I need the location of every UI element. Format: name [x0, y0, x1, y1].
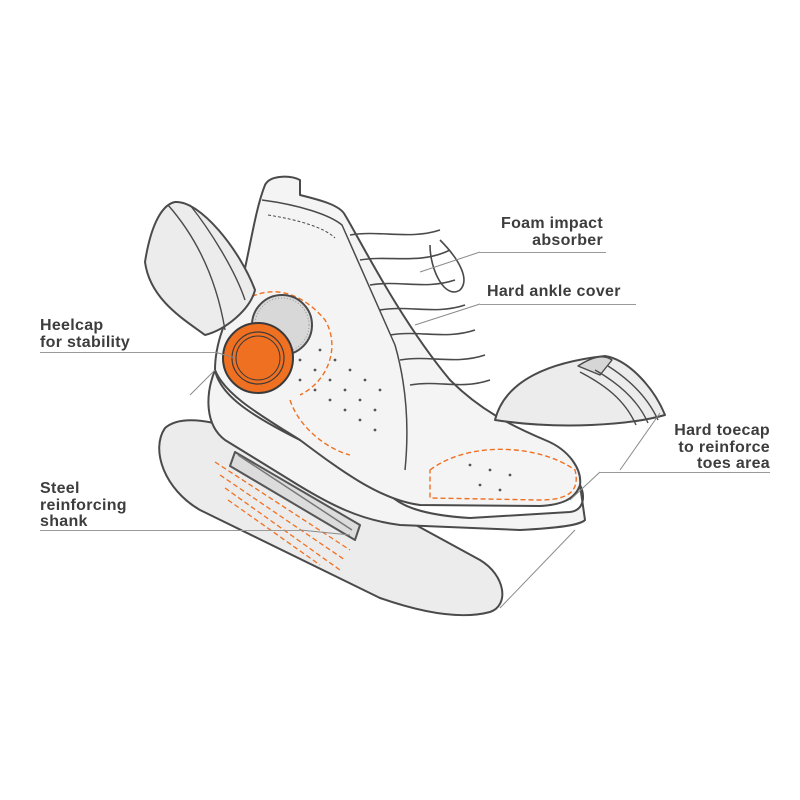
label-line: absorber	[532, 231, 603, 249]
label-line: shank	[40, 513, 88, 530]
underline	[480, 304, 636, 305]
label-line: Foam impact	[501, 215, 603, 232]
label-line: toes area	[697, 455, 770, 472]
label-heelcap: Heelcap for stability	[40, 317, 131, 351]
label-line: reinforcing	[40, 496, 127, 514]
steel-shank	[229, 451, 361, 541]
underline	[40, 530, 300, 531]
label-line: for stability	[40, 333, 131, 351]
laces	[349, 229, 491, 386]
label-hard-toecap: Hard toecap to reinforce toes area	[674, 422, 770, 473]
label-steel-shank: Steel reinforcing shank	[40, 480, 127, 531]
label-line: to reinforce	[678, 438, 770, 456]
hard-ankle-cover	[144, 200, 256, 336]
label-hard-ankle-cover: Hard ankle cover	[487, 283, 621, 301]
label-line: Hard toecap	[674, 422, 770, 439]
heelcap-orange-disc	[222, 322, 294, 394]
perforations	[298, 348, 512, 492]
label-foam-impact-absorber: Foam impact absorber	[501, 215, 603, 249]
shoe-upper	[214, 175, 582, 507]
label-line: Steel	[40, 480, 80, 497]
underline	[40, 352, 215, 353]
leader-lines	[189, 251, 661, 609]
hard-toecap	[494, 355, 666, 427]
underline	[480, 252, 606, 253]
underline	[600, 472, 770, 473]
label-line: Hard ankle cover	[487, 283, 621, 300]
label-line: Heelcap	[40, 317, 104, 334]
